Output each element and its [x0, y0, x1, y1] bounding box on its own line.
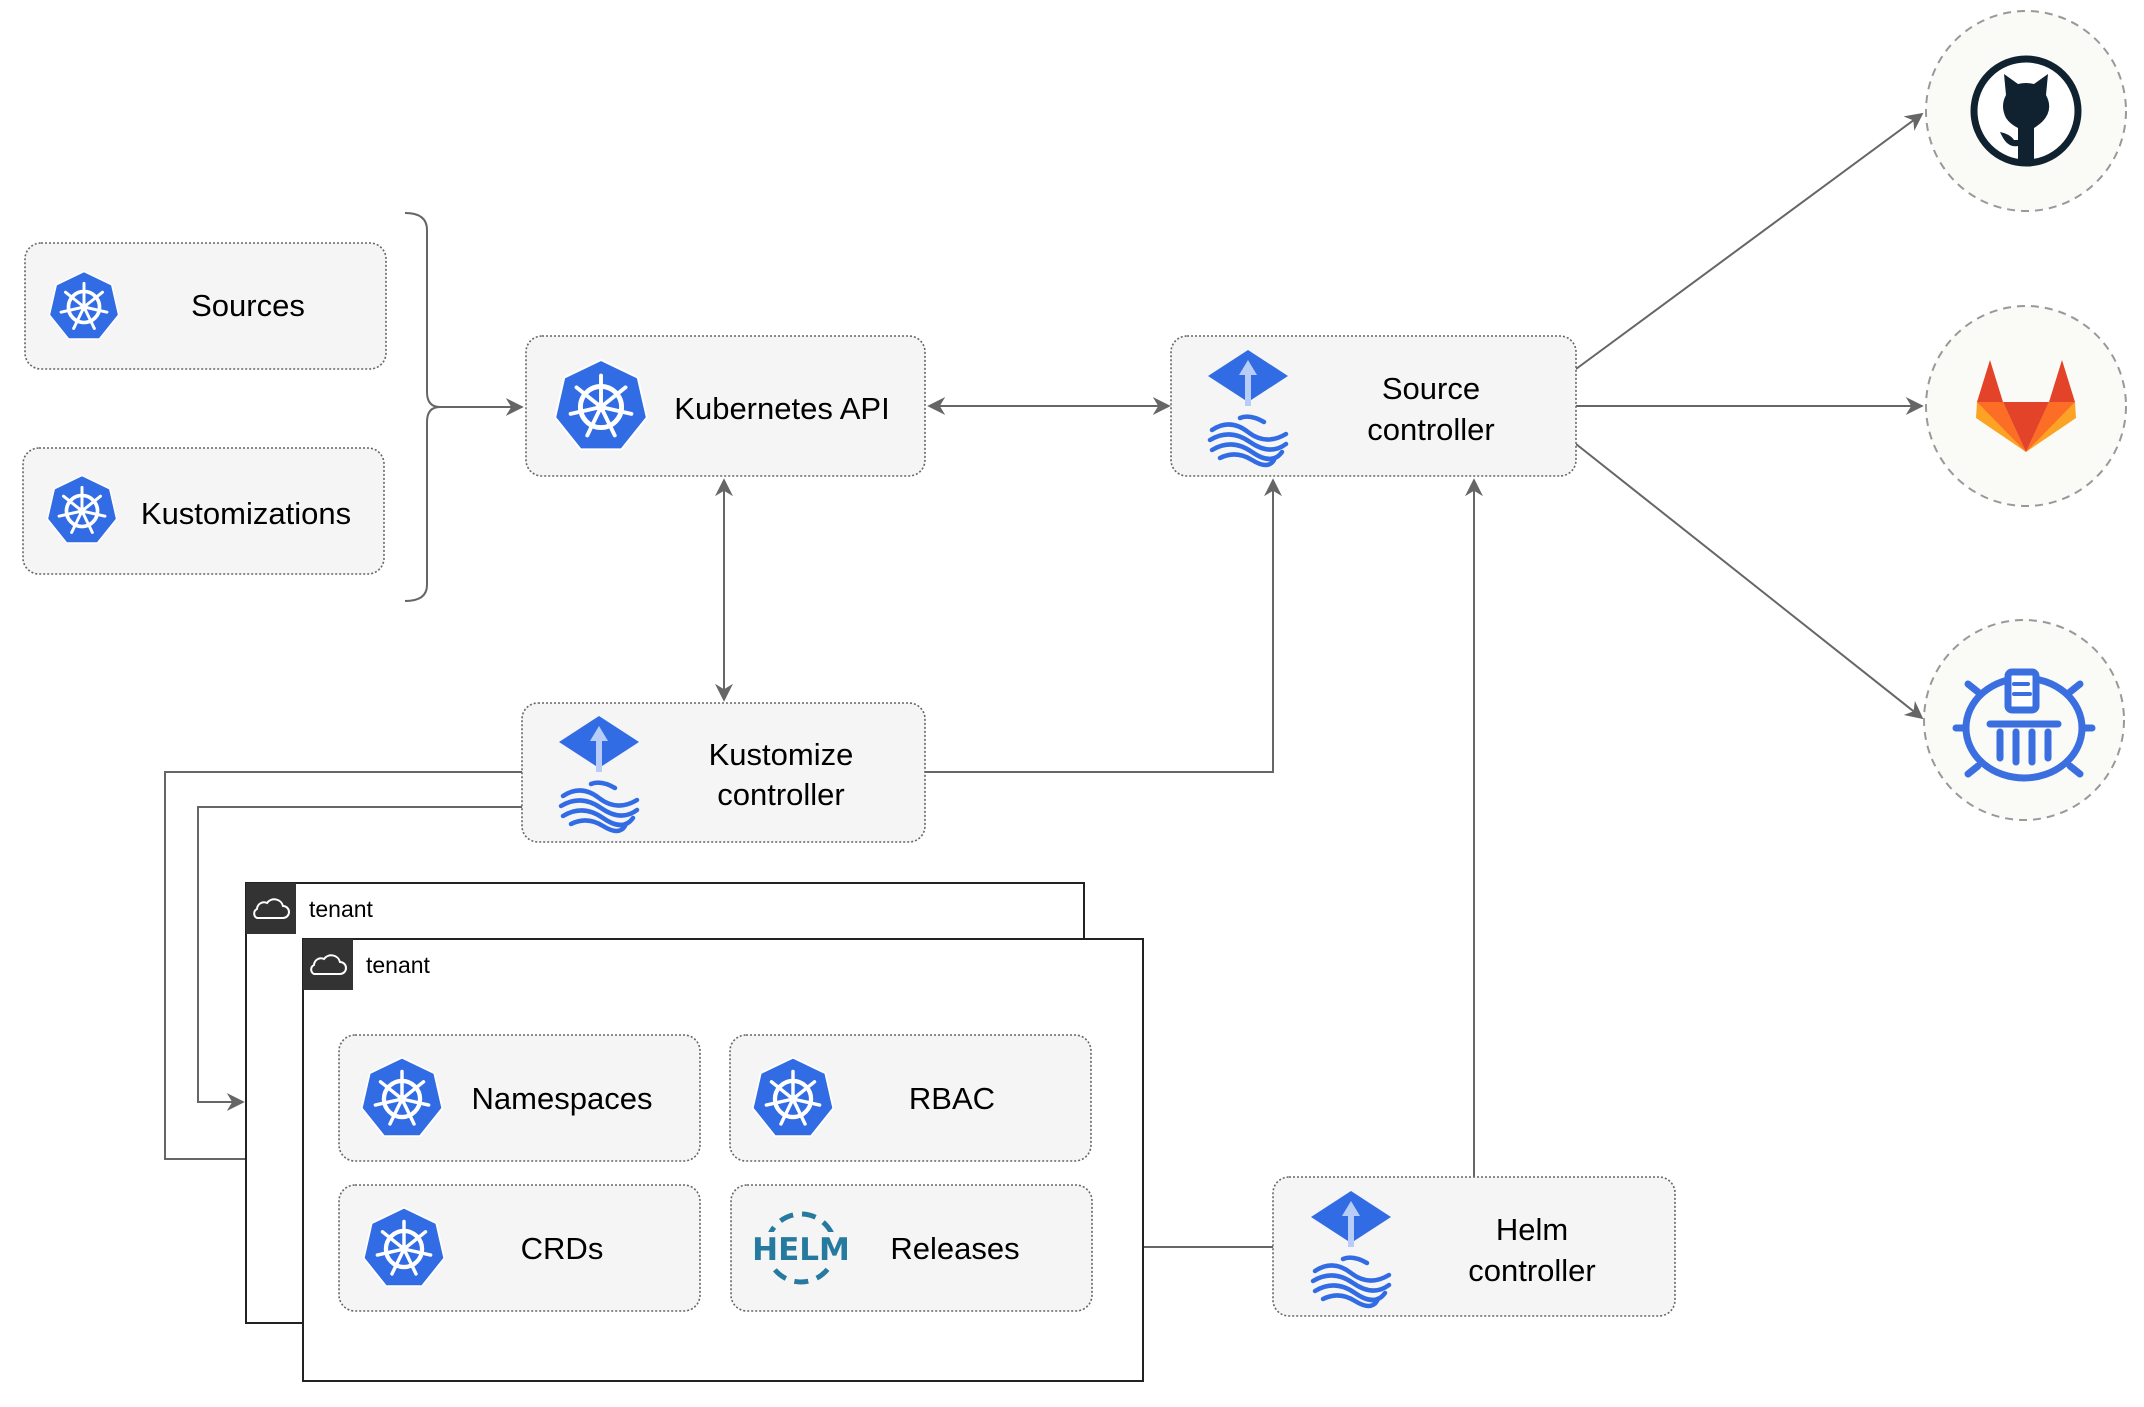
kustomizations-node[interactable]: Kustomizations: [22, 447, 385, 575]
namespaces-node[interactable]: Namespaces: [338, 1034, 701, 1162]
sources-label: Sources: [191, 288, 305, 323]
kubernetes-api-node[interactable]: Kubernetes API: [525, 335, 926, 477]
rbac-node[interactable]: RBAC: [729, 1034, 1092, 1162]
gitlab-icon: [1976, 360, 2076, 452]
edge-source-to-bucket: [1575, 443, 1924, 720]
kubernetes-api-label: Kubernetes API: [674, 391, 889, 426]
namespaces-label: Namespaces: [472, 1081, 653, 1116]
bucket-source[interactable]: [1923, 619, 2125, 821]
edge-kustomize-to-tenant-back: [197, 806, 522, 1111]
rbac-label: RBAC: [909, 1081, 995, 1116]
edges: [164, 112, 1924, 1256]
github-source[interactable]: [1925, 10, 2127, 212]
edge-kustomize-to-source-controller: [925, 478, 1282, 773]
source-controller-label-line2: controller: [1367, 412, 1495, 447]
github-icon: [1970, 55, 2082, 167]
kustomize-controller-label-line1: Kustomize: [709, 737, 854, 772]
tenant-label: tenant: [366, 952, 431, 978]
cloud-icon: [310, 954, 347, 975]
grouping-brace: [404, 212, 441, 602]
sources-node[interactable]: Sources: [24, 242, 387, 370]
cloud-icon: [253, 898, 290, 919]
crds-node[interactable]: CRDs: [338, 1184, 701, 1312]
helm-controller-label-line2: controller: [1468, 1253, 1596, 1288]
tenant-label: tenant: [309, 896, 374, 922]
crds-label: CRDs: [521, 1231, 604, 1266]
kustomizations-label: Kustomizations: [141, 496, 351, 531]
gitlab-source[interactable]: [1925, 305, 2127, 507]
releases-node[interactable]: HELM Releases: [730, 1184, 1093, 1312]
edge-kustomize-to-tenant-front: [164, 771, 522, 1168]
helm-controller-label-line1: Helm: [1496, 1212, 1568, 1247]
source-controller-node[interactable]: Source controller: [1170, 335, 1577, 477]
source-controller-label-line1: Source: [1382, 371, 1480, 406]
kustomize-controller-node[interactable]: Kustomize controller: [521, 702, 926, 843]
edge-source-to-github: [1575, 112, 1924, 370]
kustomize-controller-label-line2: controller: [717, 777, 845, 812]
releases-label: Releases: [890, 1231, 1019, 1266]
bucket-icon: [1952, 668, 2096, 782]
helm-icon: HELM: [752, 1211, 850, 1285]
helm-controller-node[interactable]: Helm controller: [1272, 1176, 1676, 1317]
helm-logo-text: HELM: [752, 1232, 850, 1268]
